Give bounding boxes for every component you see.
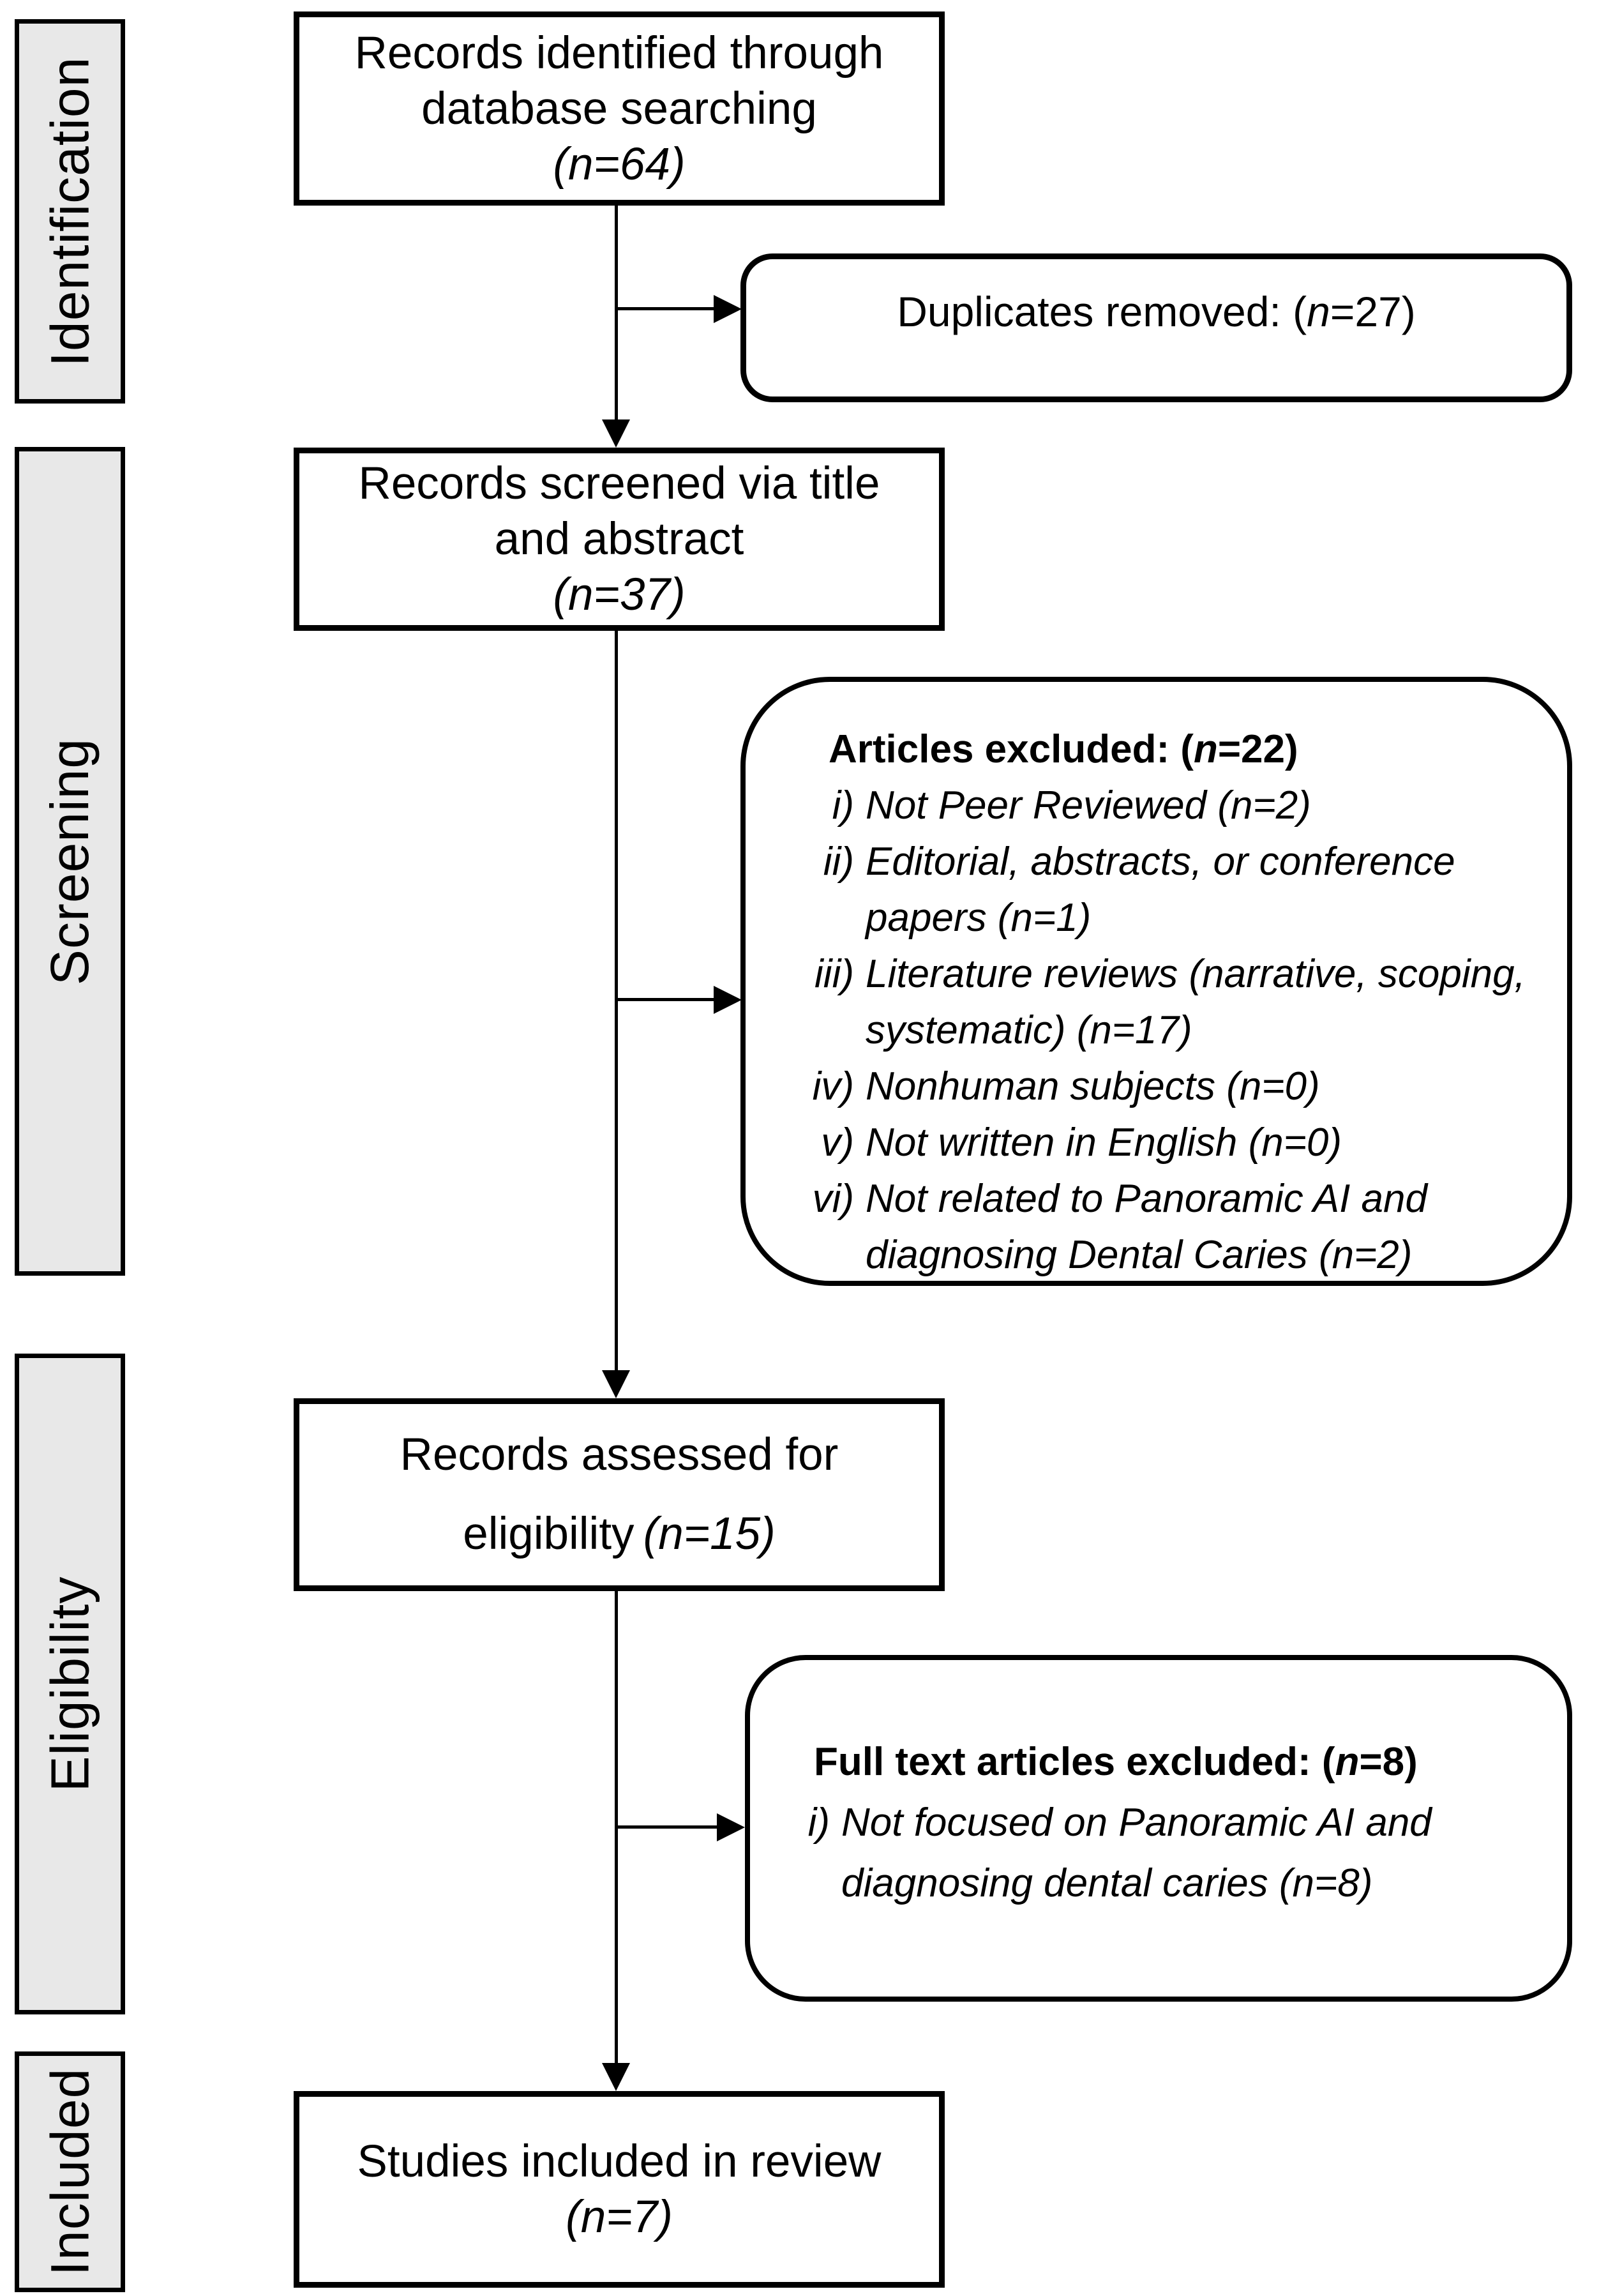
excluded-item-text: Editorial, abstracts, or conference pape… [866, 840, 1455, 940]
stage-eligibility-label: Eligibility [40, 1576, 100, 1792]
stage-included-label: Included [40, 2067, 100, 2276]
excluded-item-text: Not related to Panoramic AI and diagnosi… [866, 1177, 1427, 1277]
box-records-identified-count: (n=64) [553, 139, 686, 190]
arrow-down-icon [602, 419, 630, 448]
box-studies-included-count: (n=7) [566, 2192, 673, 2242]
arrow-right-icon [717, 1813, 745, 1841]
excluded-item-num: v) [821, 1121, 854, 1165]
fulltext-excluded-title: Full text articles excluded: (n=8) [814, 1732, 1552, 1792]
excluded-item: iv) Nonhuman subjects (n=0) [784, 1059, 1549, 1115]
duplicates-text-pre: Duplicates removed: ( [897, 288, 1307, 335]
excluded-item-num: vi) [812, 1177, 854, 1221]
articles-excluded-title-pre: Articles excluded: ( [829, 727, 1194, 771]
excluded-item: i) Not Peer Reviewed (n=2) [784, 778, 1549, 834]
excluded-item: iii) Literature reviews (narrative, scop… [784, 946, 1549, 1059]
connector-identified-to-screened [615, 204, 618, 421]
stage-screening-label: Screening [40, 737, 100, 985]
excluded-item: ii) Editorial, abstracts, or conference … [784, 834, 1549, 946]
box-fulltext-excluded: Full text articles excluded: (n=8) i) No… [745, 1655, 1572, 2002]
connector-to-duplicates [615, 307, 715, 310]
arrow-down-icon [602, 1370, 630, 1398]
excluded-item: v) Not written in English (n=0) [784, 1115, 1549, 1171]
excluded-item: i) Not focused on Panoramic AI and diagn… [785, 1792, 1552, 1914]
stage-screening: Screening [15, 447, 125, 1276]
excluded-item-text: Not Peer Reviewed (n=2) [866, 783, 1311, 827]
box-duplicates-removed: Duplicates removed: (n=27) [740, 253, 1572, 402]
fulltext-excluded-title-pre: Full text articles excluded: ( [814, 1740, 1335, 1784]
assessed-line2-text: eligibility [463, 1509, 634, 1559]
excluded-item-text: Nonhuman subjects (n=0) [866, 1064, 1320, 1108]
excluded-item: vi) Not related to Panoramic AI and diag… [784, 1171, 1549, 1283]
excluded-item-num: iv) [812, 1064, 854, 1108]
excluded-item-num: i) [832, 783, 854, 827]
box-records-identified: Records identified through database sear… [294, 11, 945, 206]
excluded-item-text: Literature reviews (narrative, scoping, … [866, 952, 1526, 1052]
stage-identification: Identification [15, 19, 125, 404]
box-records-screened-line1: Records screened via title [358, 458, 880, 509]
box-records-assessed-line2: eligibility(n=15) [463, 1495, 776, 1574]
box-records-identified-line1: Records identified through [354, 27, 884, 79]
box-articles-excluded: Articles excluded: (n=22) i) Not Peer Re… [740, 677, 1572, 1286]
box-records-screened: Records screened via title and abstract … [294, 448, 945, 631]
box-records-assessed-line1: Records assessed for [400, 1430, 839, 1480]
box-records-screened-count: (n=37) [553, 570, 686, 620]
connector-to-articles-excluded [615, 998, 715, 1001]
articles-excluded-title-post: =22) [1217, 727, 1298, 771]
excluded-item-num: i) [807, 1801, 830, 1845]
fulltext-excluded-title-post: =8) [1359, 1740, 1418, 1784]
arrow-right-icon [714, 295, 742, 323]
box-records-assessed-count: (n=15) [643, 1509, 776, 1559]
duplicates-text-post: =27) [1330, 288, 1416, 335]
connector-to-fulltext-excluded [615, 1825, 718, 1829]
box-studies-included: Studies included in review (n=7) [294, 2091, 945, 2288]
arrow-down-icon [602, 2063, 630, 2091]
arrow-right-icon [714, 986, 742, 1014]
excluded-item-text: Not focused on Panoramic AI and diagnosi… [841, 1801, 1432, 1905]
stage-identification-label: Identification [40, 56, 100, 366]
articles-excluded-title: Articles excluded: (n=22) [829, 721, 1549, 778]
fulltext-excluded-title-n: n [1335, 1740, 1360, 1784]
box-records-assessed: Records assessed for eligibility(n=15) [294, 1398, 945, 1591]
stage-eligibility: Eligibility [15, 1354, 125, 2014]
stage-included: Included [15, 2051, 125, 2292]
duplicates-text-n: n [1307, 288, 1330, 335]
box-studies-included-line1: Studies included in review [357, 2136, 882, 2187]
box-records-screened-line2: and abstract [494, 514, 744, 564]
excluded-item-num: ii) [823, 840, 854, 884]
box-records-identified-line2: database searching [421, 83, 817, 134]
excluded-item-num: iii) [815, 952, 854, 996]
articles-excluded-title-n: n [1193, 727, 1218, 771]
excluded-item-text: Not written in English (n=0) [866, 1121, 1342, 1165]
